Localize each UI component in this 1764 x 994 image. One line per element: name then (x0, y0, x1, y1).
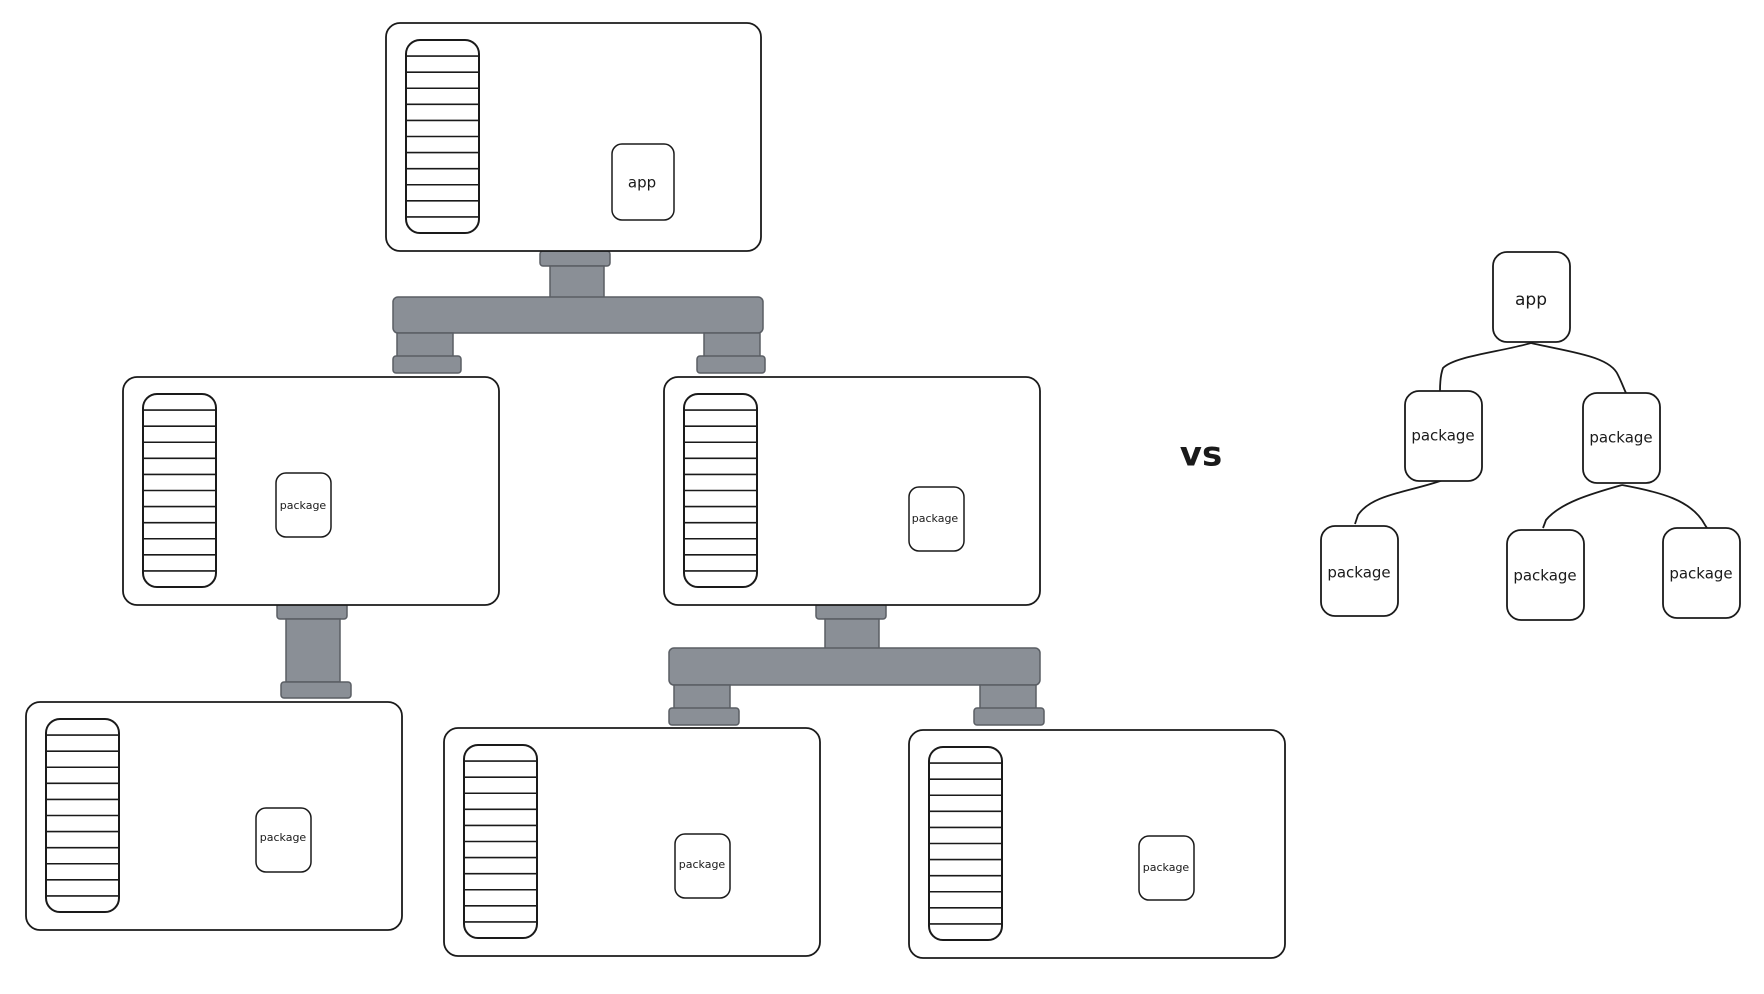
module-label-box-package-mid-left (275, 472, 332, 538)
tree-node-package-right: package (1582, 392, 1661, 484)
module-label-box-package-bottom-left (255, 807, 312, 873)
tree-node-label-app: app (1515, 290, 1547, 310)
module-box-package-mid-right (663, 376, 1041, 606)
tree-node-package-right-child-2: package (1662, 527, 1741, 619)
tree-edges (1354, 342, 1708, 529)
tree-node-label-package-right-child-2: package (1669, 565, 1732, 583)
connector-app-to-packages (392, 250, 766, 374)
module-label-package-mid-left: package (280, 499, 327, 512)
module-label-box-package-mid-right (908, 486, 965, 552)
tree-node-label-package-right: package (1589, 429, 1652, 447)
tree-node-app: app (1492, 251, 1571, 343)
module-label-package-mid-right: package (912, 512, 959, 525)
connector-package-to-packages-right (668, 602, 1045, 726)
module-label-box-package-bottom-right (1138, 835, 1195, 901)
tree-node-label-package-left: package (1411, 427, 1474, 445)
module-box-package-bottom-right (908, 729, 1286, 959)
module-box-package-mid-left (122, 376, 500, 606)
module-label-package-bottom-right: package (1143, 861, 1190, 874)
tree-node-package-left: package (1404, 390, 1483, 482)
tree-node-label-package-right-child-1: package (1513, 567, 1576, 585)
module-box-app (385, 22, 762, 252)
tree-node-package-left-child: package (1320, 525, 1399, 617)
connector-package-to-package-left (276, 602, 352, 699)
module-box-package-bottom-left (25, 701, 403, 931)
module-label-box-package-bottom-mid (674, 833, 731, 899)
module-label-package-bottom-left: package (260, 831, 307, 844)
tree-node-label-package-left-child: package (1327, 564, 1390, 582)
module-box-package-bottom-mid (443, 727, 821, 957)
module-label-package-bottom-mid: package (679, 858, 726, 871)
tree-node-package-right-child-1: package (1506, 529, 1585, 621)
versus-label: vs (1180, 435, 1222, 475)
module-label-app: app (628, 174, 656, 192)
module-label-box-app (611, 143, 675, 221)
